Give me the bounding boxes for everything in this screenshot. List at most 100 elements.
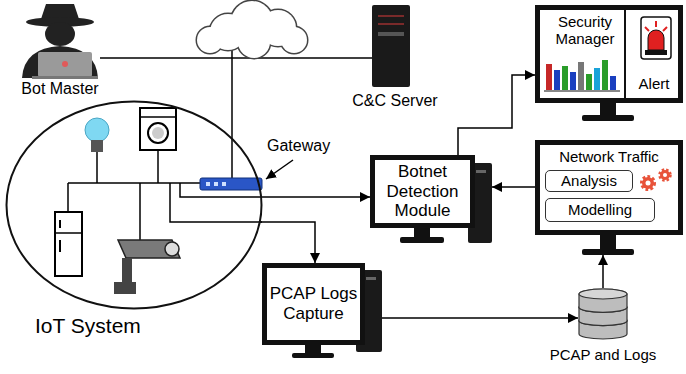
database-cylinder bbox=[578, 288, 628, 340]
system-region: IoT System bbox=[5, 100, 263, 342]
actor-figure: Bot Master bbox=[10, 2, 110, 102]
monitor bbox=[624, 10, 626, 98]
refrigerator bbox=[59, 240, 61, 252]
gateway-device bbox=[200, 178, 262, 190]
refrigerator bbox=[55, 212, 82, 276]
washing-machine bbox=[140, 108, 176, 150]
monitor bbox=[265, 266, 363, 343]
refrigerator bbox=[55, 232, 82, 234]
bar-chart bbox=[578, 62, 584, 90]
database-cylinder bbox=[579, 289, 627, 299]
gear-icon bbox=[646, 181, 651, 186]
server-tower bbox=[372, 5, 410, 87]
flow-arrow bbox=[492, 186, 535, 188]
monitor bbox=[538, 8, 681, 101]
alert-siren bbox=[645, 50, 667, 55]
flow-arrow bbox=[260, 222, 315, 263]
monitor bbox=[373, 158, 493, 244]
security-camera bbox=[118, 240, 180, 258]
washing-machine bbox=[140, 116, 176, 118]
server-tower bbox=[372, 5, 410, 87]
alert-siren bbox=[641, 17, 671, 59]
monitor bbox=[538, 8, 681, 122]
network-wire bbox=[100, 50, 372, 178]
bar-chart bbox=[546, 64, 552, 90]
iot-bus bbox=[157, 150, 159, 183]
bot-master-figure bbox=[22, 4, 98, 79]
alert-siren bbox=[645, 27, 649, 31]
bot-master-figure bbox=[38, 52, 92, 77]
internet-cloud bbox=[197, 1, 307, 58]
iot-bus bbox=[96, 152, 98, 183]
monitor bbox=[538, 143, 681, 233]
alert-siren bbox=[655, 21, 657, 27]
monitor bbox=[366, 277, 376, 280]
internet-cloud bbox=[238, 26, 270, 58]
monitor bbox=[538, 143, 681, 256]
washing-machine bbox=[140, 108, 176, 150]
bot-master-figure bbox=[22, 46, 98, 78]
leader-line bbox=[266, 160, 293, 179]
process-box: Modelling bbox=[545, 198, 655, 222]
node-label: Alert bbox=[627, 73, 681, 95]
monitor bbox=[476, 170, 486, 173]
server-figure: C&C Server bbox=[340, 2, 450, 114]
light-bulb bbox=[85, 118, 109, 152]
iot-bus bbox=[68, 150, 262, 240]
bar-chart bbox=[554, 70, 560, 90]
process-box: Analysis bbox=[545, 170, 633, 192]
node-label: PCAP Logs Capture bbox=[267, 268, 360, 340]
gateway-device bbox=[222, 182, 226, 186]
node-label: Network Traffic bbox=[540, 146, 678, 168]
alert-siren bbox=[648, 30, 664, 50]
bar-chart bbox=[610, 76, 616, 90]
security-camera bbox=[114, 240, 180, 294]
internet-cloud bbox=[197, 1, 307, 58]
leader-line bbox=[266, 160, 293, 179]
network-wire bbox=[100, 57, 372, 59]
callout-label: Gateway bbox=[265, 137, 332, 155]
bot-master-figure bbox=[62, 61, 68, 67]
bar-chart bbox=[570, 72, 576, 90]
monitor bbox=[305, 345, 321, 353]
gear-icon bbox=[663, 173, 667, 177]
gear-icon bbox=[660, 170, 670, 180]
database-cylinder bbox=[578, 288, 628, 340]
monitor-node: Network TrafficAnalysisModelling bbox=[535, 140, 683, 255]
monitor bbox=[582, 115, 634, 121]
internet-cloud bbox=[281, 27, 307, 53]
monitor bbox=[600, 235, 616, 249]
gear-icon bbox=[642, 170, 670, 189]
monitor bbox=[600, 103, 616, 115]
region-outline bbox=[5, 100, 263, 310]
bar-chart bbox=[602, 60, 608, 90]
security-camera bbox=[165, 242, 179, 256]
gateway-device bbox=[214, 182, 218, 186]
monitor bbox=[582, 249, 634, 255]
alert-siren bbox=[663, 27, 667, 31]
alert-siren bbox=[641, 17, 671, 59]
bot-master-figure bbox=[32, 76, 98, 79]
node-label: PCAP and Logs bbox=[538, 344, 668, 366]
region-outline bbox=[5, 100, 263, 310]
gateway-device bbox=[200, 178, 262, 190]
monitor-node: Botnet Detection Module bbox=[370, 155, 492, 245]
light-bulb bbox=[85, 118, 109, 142]
gear-icon bbox=[642, 177, 654, 189]
washing-machine bbox=[148, 123, 168, 143]
bar-chart bbox=[544, 91, 620, 92]
node-label: Security Manager bbox=[543, 10, 627, 50]
node-label: IoT System bbox=[35, 312, 195, 340]
box-label: Modelling bbox=[568, 201, 632, 218]
node-label: Botnet Detection Module bbox=[375, 160, 470, 223]
flow-arrow bbox=[602, 255, 604, 288]
server-tower bbox=[378, 32, 404, 36]
gateway-device bbox=[206, 182, 210, 186]
bar-chart bbox=[562, 66, 568, 90]
flow-arrow bbox=[382, 317, 578, 319]
database-cylinder bbox=[579, 289, 627, 312]
server-tower bbox=[378, 15, 404, 17]
region-outline bbox=[7, 102, 262, 309]
washing-machine bbox=[152, 127, 164, 139]
